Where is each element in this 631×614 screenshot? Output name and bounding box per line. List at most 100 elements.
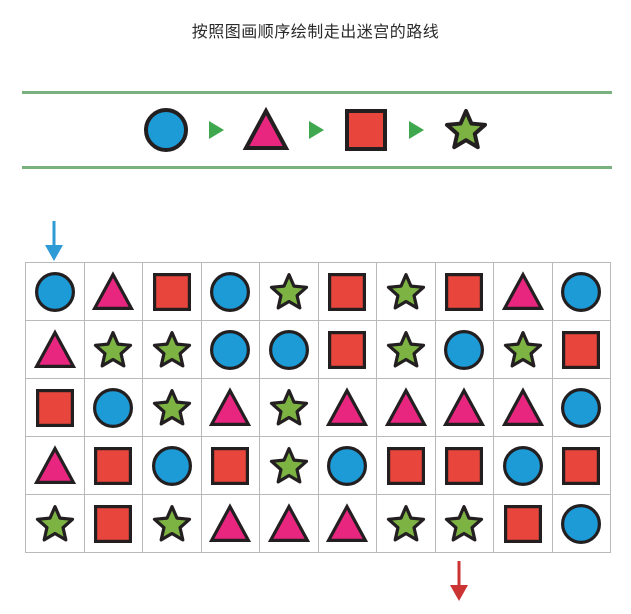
maze-cell[interactable] <box>26 321 85 379</box>
maze-cell[interactable] <box>318 495 377 553</box>
star-icon <box>150 386 194 430</box>
maze-cell[interactable] <box>494 437 553 495</box>
triangle-icon <box>91 270 135 314</box>
maze-cell[interactable] <box>377 495 436 553</box>
maze-cell[interactable] <box>26 495 85 553</box>
triangle-icon <box>33 444 77 488</box>
maze-cell[interactable] <box>260 495 319 553</box>
maze-cell[interactable] <box>494 263 553 321</box>
maze-cell[interactable] <box>201 321 260 379</box>
exit-arrow-down-icon <box>443 559 475 603</box>
triangle-icon <box>33 328 77 372</box>
square-icon <box>150 270 194 314</box>
maze-cell[interactable] <box>435 321 494 379</box>
maze-cell[interactable] <box>435 495 494 553</box>
square-icon <box>91 444 135 488</box>
maze-cell[interactable] <box>260 437 319 495</box>
square-icon <box>384 444 428 488</box>
maze-cell[interactable] <box>260 379 319 437</box>
maze-cell[interactable] <box>143 379 202 437</box>
maze-cell[interactable] <box>260 263 319 321</box>
maze-cell[interactable] <box>552 495 611 553</box>
maze-cell[interactable] <box>201 495 260 553</box>
triangle-icon <box>501 270 545 314</box>
maze-cell[interactable] <box>84 495 143 553</box>
maze-cell[interactable] <box>494 321 553 379</box>
green-arrow-icon <box>205 115 227 145</box>
star-icon <box>267 270 311 314</box>
maze-cell[interactable] <box>201 437 260 495</box>
triangle-icon <box>208 386 252 430</box>
maze-cell[interactable] <box>84 437 143 495</box>
maze-cell[interactable] <box>26 437 85 495</box>
maze-cell[interactable] <box>494 495 553 553</box>
legend-divider-top <box>22 91 612 94</box>
circle-icon <box>91 386 135 430</box>
maze-cell[interactable] <box>435 263 494 321</box>
star-icon <box>384 502 428 546</box>
maze-cell[interactable] <box>552 379 611 437</box>
star-icon <box>91 328 135 372</box>
maze-cell[interactable] <box>318 263 377 321</box>
maze-cell[interactable] <box>377 379 436 437</box>
maze-cell[interactable] <box>201 263 260 321</box>
star-icon <box>501 328 545 372</box>
star-icon <box>267 444 311 488</box>
maze-cell[interactable] <box>143 495 202 553</box>
maze-cell[interactable] <box>318 437 377 495</box>
square-icon <box>559 444 603 488</box>
triangle-icon <box>501 386 545 430</box>
entry-arrow-down-icon <box>38 219 70 261</box>
star-icon <box>150 328 194 372</box>
maze-cell[interactable] <box>377 437 436 495</box>
circle-icon <box>559 386 603 430</box>
star-icon <box>150 502 194 546</box>
maze-cell[interactable] <box>552 321 611 379</box>
maze-cell[interactable] <box>201 379 260 437</box>
maze-cell[interactable] <box>26 263 85 321</box>
circle-icon <box>501 444 545 488</box>
maze-cell[interactable] <box>143 437 202 495</box>
square-icon <box>208 444 252 488</box>
maze-cell[interactable] <box>377 321 436 379</box>
maze-cell[interactable] <box>84 321 143 379</box>
maze-cell[interactable] <box>435 437 494 495</box>
maze-cell[interactable] <box>26 379 85 437</box>
green-arrow-icon <box>405 115 427 145</box>
circle-icon <box>442 328 486 372</box>
page-title: 按照图画顺序绘制走出迷宫的路线 <box>191 22 440 41</box>
maze-cell[interactable] <box>494 379 553 437</box>
maze-cell[interactable] <box>318 379 377 437</box>
maze-cell[interactable] <box>84 379 143 437</box>
maze-cell[interactable] <box>143 263 202 321</box>
circle-icon <box>33 270 77 314</box>
circle-icon <box>208 328 252 372</box>
star-icon <box>384 328 428 372</box>
maze-cell[interactable] <box>143 321 202 379</box>
maze-cell[interactable] <box>435 379 494 437</box>
maze-cell[interactable] <box>377 263 436 321</box>
legend-divider-bottom <box>22 166 612 169</box>
green-star-icon <box>441 105 491 155</box>
maze-cell[interactable] <box>552 263 611 321</box>
pink-triangle-icon <box>241 105 291 155</box>
circle-icon <box>325 444 369 488</box>
square-icon <box>325 270 369 314</box>
maze-cell[interactable] <box>318 321 377 379</box>
star-icon <box>267 386 311 430</box>
circle-icon <box>208 270 252 314</box>
legend-sequence <box>0 99 631 161</box>
red-square-icon <box>341 105 391 155</box>
star-icon <box>384 270 428 314</box>
maze-cell[interactable] <box>260 321 319 379</box>
square-icon <box>501 502 545 546</box>
maze-cell[interactable] <box>552 437 611 495</box>
triangle-icon <box>384 386 428 430</box>
square-icon <box>325 328 369 372</box>
maze-cell[interactable] <box>84 263 143 321</box>
maze-grid <box>25 262 611 553</box>
square-icon <box>442 270 486 314</box>
square-icon <box>33 386 77 430</box>
circle-icon <box>559 502 603 546</box>
star-icon <box>442 502 486 546</box>
